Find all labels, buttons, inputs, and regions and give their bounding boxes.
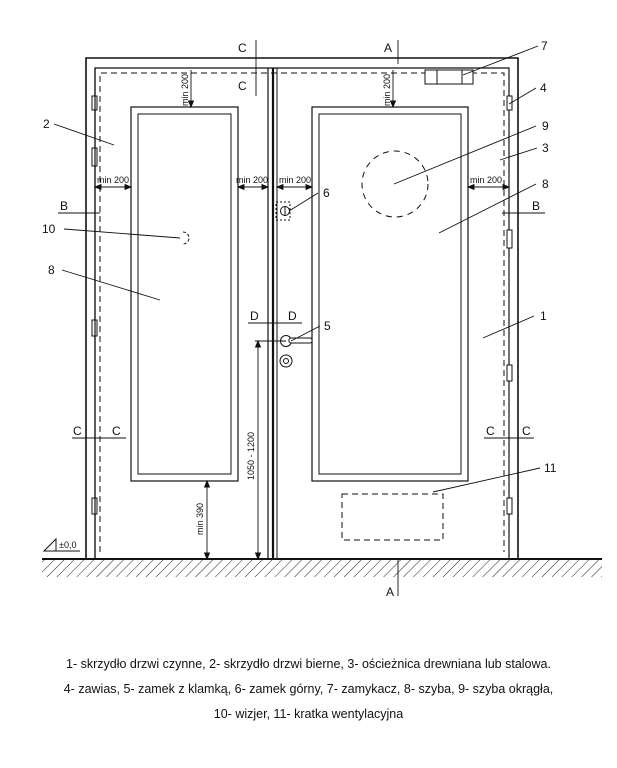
- level-marker: [42, 537, 80, 552]
- legend-line-3: 10- wizjer, 11- kratka wentylacyjna: [213, 707, 404, 721]
- hinges: [91, 95, 513, 515]
- dim-top-right: min 200: [382, 74, 392, 106]
- legend: 1- skrzydło drzwi czynne, 2- skrzydło dr…: [0, 652, 617, 727]
- section-c-right-2: C: [522, 424, 531, 438]
- floor: [42, 558, 602, 577]
- legend-line-1: 1- skrzydło drzwi czynne, 2- skrzydło dr…: [66, 657, 551, 671]
- section-b-right: B: [532, 199, 540, 213]
- ventilation-grille: [341, 493, 444, 541]
- section-c-top-1: C: [238, 41, 247, 55]
- meeting-stiles: [267, 68, 278, 559]
- callout-10: 10: [42, 222, 56, 236]
- callout-4: 4: [540, 81, 547, 95]
- section-c-right-1: C: [486, 424, 495, 438]
- door-closer: [424, 69, 474, 85]
- handle-lock: [279, 335, 313, 368]
- door-frame: [85, 57, 519, 559]
- dim-top-left: min 200: [180, 74, 190, 106]
- callout-7: 7: [541, 39, 548, 53]
- section-c-left-1: C: [73, 424, 82, 438]
- section-c-top-2: C: [238, 79, 247, 93]
- legend-line-2: 4- zawias, 5- zamek z klamką, 6- zamek g…: [63, 682, 554, 696]
- section-a-top: A: [384, 41, 392, 55]
- section-a-bottom: A: [386, 585, 394, 599]
- callout-3: 3: [542, 141, 549, 155]
- dim-left-inner: min 200: [236, 175, 268, 185]
- section-c-left-2: C: [112, 424, 121, 438]
- dim-left-outer: min 200: [97, 175, 129, 185]
- section-b-left: B: [60, 199, 68, 213]
- passive-leaf: [94, 68, 239, 559]
- callout-9: 9: [542, 119, 549, 133]
- section-d-1: D: [250, 309, 259, 323]
- callout-5: 5: [324, 319, 331, 333]
- dimension-lines: [93, 70, 511, 561]
- round-glass: [361, 150, 429, 218]
- callout-2: 2: [43, 117, 50, 131]
- callout-8-right: 8: [542, 177, 549, 191]
- callout-1: 1: [540, 309, 547, 323]
- leader-lines: [53, 45, 541, 493]
- active-leaf: [311, 106, 469, 482]
- callout-6: 6: [323, 186, 330, 200]
- dim-right-outer: min 200: [470, 175, 502, 185]
- callout-8-left: 8: [48, 263, 55, 277]
- dim-right-inner: min 200: [279, 175, 311, 185]
- dim-min390: min 390: [195, 503, 205, 535]
- section-d-2: D: [288, 309, 297, 323]
- level-label: ±0,0: [59, 540, 76, 550]
- section-lines: [58, 40, 545, 596]
- dim-handle-height: 1050 - 1200: [246, 432, 256, 480]
- peephole: [182, 231, 190, 245]
- top-lock: [275, 201, 291, 221]
- callout-11: 11: [544, 461, 557, 475]
